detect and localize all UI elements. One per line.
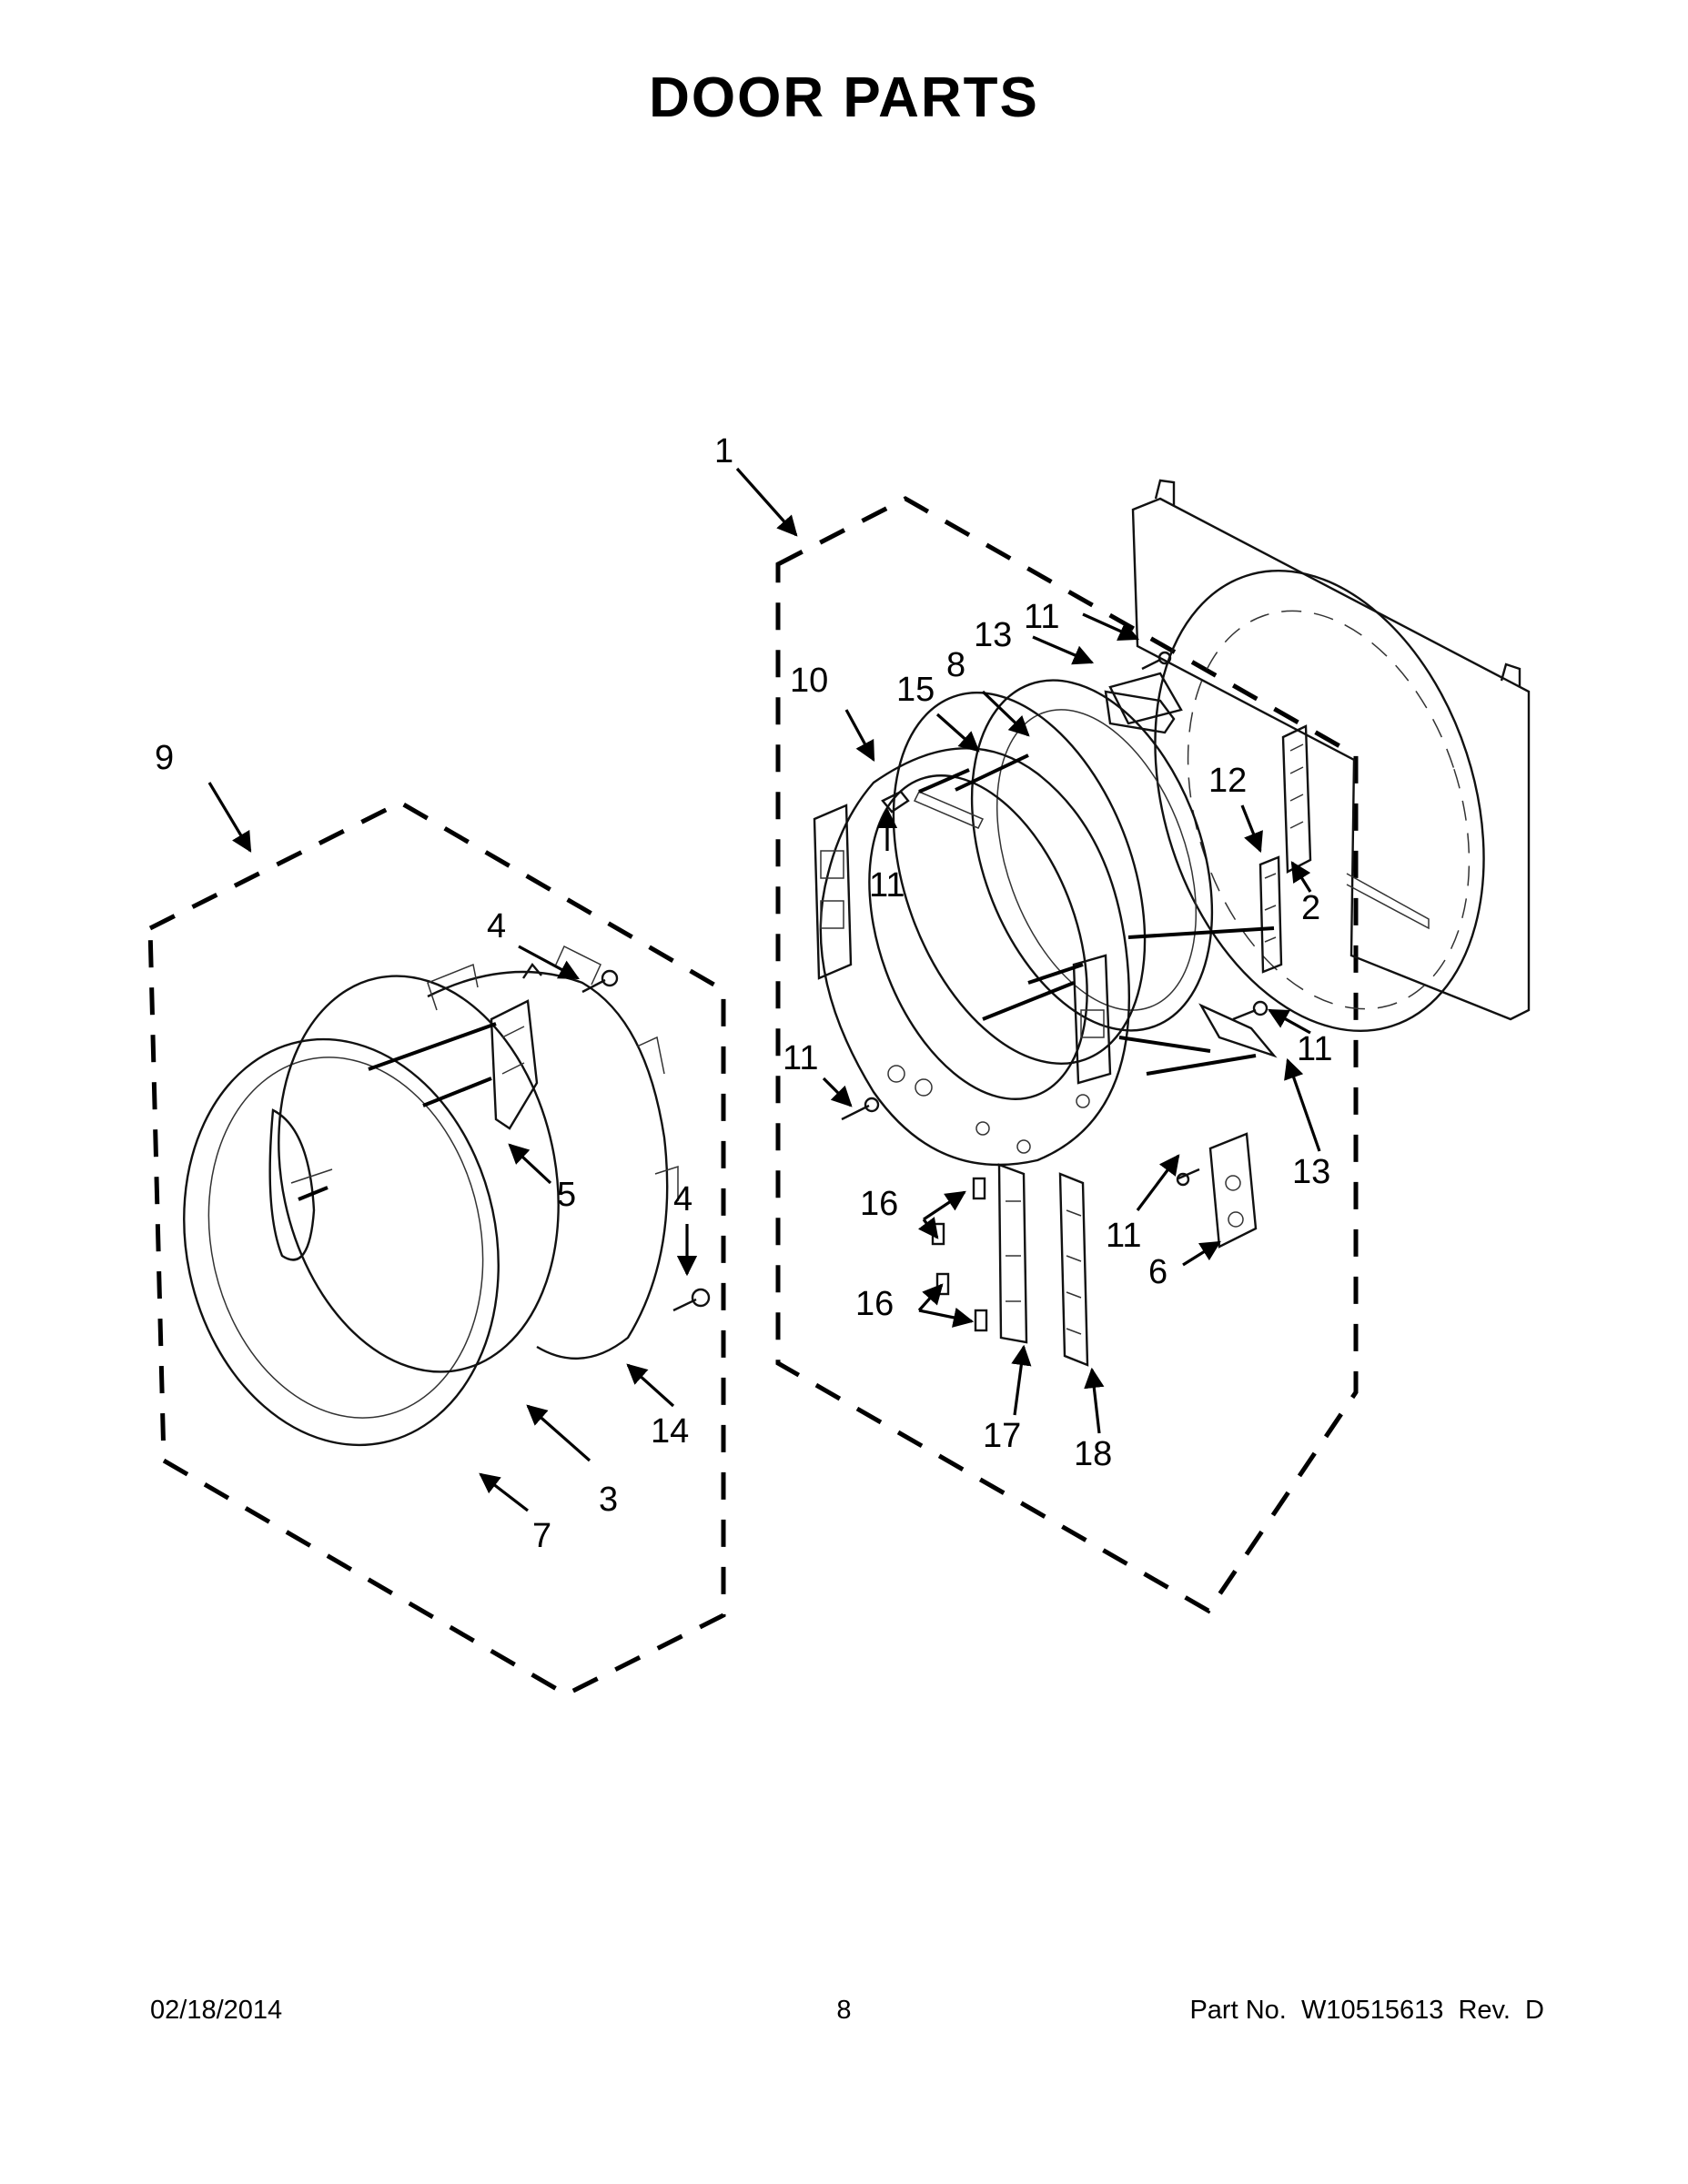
callout-7: 7: [532, 1517, 551, 1555]
leader-lines: [207, 467, 1321, 1512]
door-screw: [581, 969, 711, 1312]
page-title: DOOR PARTS: [649, 66, 1039, 129]
footer-date: 02/18/2014: [150, 1996, 283, 2025]
callout-4: 4: [487, 907, 506, 945]
door-lock: [1281, 724, 1312, 874]
callout-15: 15: [896, 671, 935, 709]
callout-13: 13: [1292, 1153, 1330, 1191]
hinge-bracket: [1058, 1172, 1089, 1367]
door-ring: [278, 975, 560, 1373]
door-handle: [490, 999, 539, 1130]
callout-2: 2: [1301, 889, 1320, 927]
door-trim: [183, 1037, 500, 1447]
callout-9: 9: [155, 739, 174, 777]
callout-14: 14: [651, 1412, 689, 1451]
strike-plate: [1258, 855, 1283, 974]
screw: [841, 651, 1269, 1187]
callout-12: 12: [1208, 762, 1247, 800]
inner-door-glass: [970, 679, 1214, 1032]
door-frame-ring: [813, 747, 1130, 1167]
footer-page-number: 8: [836, 1996, 852, 2025]
callout-16: 16: [860, 1185, 898, 1223]
callout-11: 11: [1024, 598, 1059, 636]
callout-4: 4: [673, 1180, 692, 1218]
callout-18: 18: [1074, 1435, 1112, 1473]
callout-6: 6: [1148, 1253, 1167, 1291]
callout-13: 13: [974, 616, 1012, 654]
callout-16: 16: [855, 1285, 894, 1323]
front-panel: [1131, 479, 1531, 1032]
hinge-plate: [1108, 672, 1183, 725]
callout-11: 11: [869, 866, 905, 905]
door-assembly-boundary: [147, 800, 726, 1697]
hinge-plate: [1198, 1003, 1278, 1058]
alignment-line: [298, 1022, 497, 1201]
callout-5: 5: [557, 1176, 576, 1214]
callout-11: 11: [1297, 1030, 1332, 1068]
callout-1: 1: [714, 432, 733, 470]
alignment-line: [918, 753, 1275, 1076]
callout-11: 11: [1106, 1217, 1141, 1255]
callout-3: 3: [599, 1481, 618, 1519]
door-strike: [1208, 1132, 1258, 1249]
footer-part-number: Part No. W10515613 Rev. D: [1189, 1996, 1544, 2025]
inner-door: [427, 945, 679, 1360]
callout-17: 17: [983, 1417, 1021, 1455]
door-gasket: [892, 692, 1147, 1065]
callout-10: 10: [790, 662, 828, 700]
front-panel-assembly-boundary: [775, 496, 1359, 1614]
callout-11: 11: [783, 1039, 818, 1077]
callout-8: 8: [946, 646, 965, 684]
